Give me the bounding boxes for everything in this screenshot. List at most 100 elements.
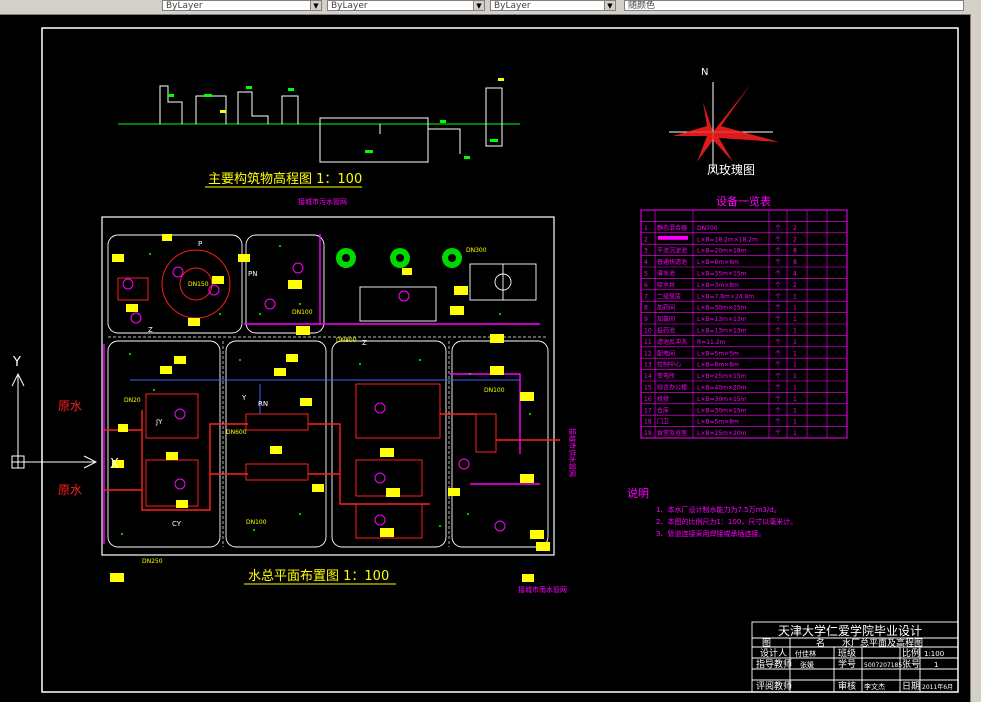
- table-cell: 控制中心: [657, 361, 681, 369]
- chevron-down-icon[interactable]: ▼: [473, 1, 484, 10]
- table-cell: L×B=5m×8m: [697, 419, 739, 426]
- table-cell: 4: [793, 271, 797, 278]
- zone-label: JY: [155, 418, 163, 426]
- table-cell: 个: [775, 430, 781, 437]
- table-cell: 3: [644, 248, 648, 255]
- table-cell: 1: [793, 396, 797, 403]
- drawing-frame: [41, 27, 959, 693]
- table-cell: 个: [775, 236, 781, 243]
- table-cell: 个: [775, 385, 781, 392]
- table-cell: 14: [644, 373, 652, 380]
- pipe-label: DN20: [124, 397, 141, 404]
- table-cell: 个: [775, 316, 781, 323]
- linetype-combo[interactable]: ByLayer ▼: [327, 0, 485, 11]
- plan-top-label: 接城市污水管网: [298, 197, 347, 206]
- table-cell: 2: [793, 236, 797, 243]
- lineweight-combo-value: ByLayer: [494, 1, 531, 11]
- table-cell: 机修: [657, 395, 669, 403]
- elevation-title: 主要构筑物高程图 1：100: [208, 171, 362, 187]
- tb-label-ming: 名: [816, 637, 825, 649]
- table-cell: 加药间: [657, 304, 675, 312]
- table-cell: L×B=20m×18m: [697, 248, 747, 255]
- class-label: 班级: [838, 647, 856, 659]
- table-cell: 个: [775, 339, 781, 346]
- vertical-scrollbar[interactable]: [970, 14, 981, 702]
- plan-right-label: 接城市供水管网: [568, 428, 577, 477]
- designer-name: 付佳林: [795, 649, 816, 658]
- pipe-label: DN100: [292, 309, 313, 316]
- table-cell: 个: [775, 396, 781, 403]
- table-cell: 1: [793, 350, 797, 357]
- table-cell: 个: [775, 419, 781, 426]
- advisor-label: 指导教师: [756, 658, 792, 670]
- note-item: 1、本水厂设计制水能力为7.5万m3/d。: [656, 505, 781, 514]
- table-cell: L×B=5m×5m: [697, 350, 739, 357]
- layer-combo[interactable]: ByLayer ▼: [162, 0, 322, 11]
- table-cell: 个: [775, 362, 781, 369]
- table-cell: 7: [644, 293, 648, 300]
- table-cell: 1: [644, 225, 648, 232]
- table-cell: 吸水井: [657, 281, 675, 289]
- pipe-label: DN300: [466, 247, 487, 254]
- date-value: 2011年6月: [922, 683, 953, 691]
- table-cell: 个: [775, 225, 781, 232]
- note-item: 2、本图的比例尺为1：100，尺寸以毫米计。: [656, 517, 797, 526]
- table-cell: 1: [793, 385, 797, 392]
- table-cell: L×B=40m×20m: [697, 385, 747, 392]
- table-cell: 仓库: [657, 406, 669, 414]
- zone-label: P: [198, 240, 202, 248]
- table-cell: 二级泵房: [657, 292, 681, 300]
- wind-rose-caption: 风玫瑰图: [707, 162, 755, 177]
- table-cell: L×B=8m×8m: [697, 362, 739, 369]
- properties-toolbar: ByLayer ▼ ByLayer ▼ ByLayer ▼ 随颜色: [0, 0, 981, 15]
- ucs-y-label: Y: [12, 355, 21, 370]
- table-cell: 静态混合器: [657, 224, 687, 232]
- table-cell: 2: [644, 236, 648, 243]
- table-cell: 平流沉淀池: [657, 247, 687, 255]
- equipment-title: 设备一览表: [716, 194, 771, 208]
- plotstyle-combo[interactable]: 随颜色: [624, 0, 964, 11]
- chevron-down-icon[interactable]: ▼: [604, 1, 615, 10]
- table-cell: 门卫: [657, 418, 669, 426]
- table-cell: 16: [644, 396, 652, 403]
- school-name: 天津大学仁爱学院毕业设计: [778, 623, 922, 638]
- advisor-name: 张媛: [800, 660, 814, 669]
- lineweight-combo[interactable]: ByLayer ▼: [490, 0, 616, 11]
- table-cell: 变电所: [657, 372, 675, 380]
- zone-label: CY: [172, 520, 182, 528]
- table-cell: 个: [775, 328, 781, 335]
- zone-label: Y: [241, 394, 247, 402]
- table-cell: 个: [775, 350, 781, 357]
- table-cell: L×B=30m×15m: [697, 305, 747, 312]
- drawing-name: 水厂总平面及高程图: [842, 637, 923, 649]
- table-cell: L×B=35m×15m: [697, 271, 747, 278]
- table-cell: DN700: [697, 225, 718, 232]
- scale-label: 比例: [902, 647, 920, 659]
- table-cell: L×B=18.2m×18.2m: [697, 236, 758, 243]
- chevron-down-icon[interactable]: ▼: [310, 1, 321, 10]
- table-cell: 个: [775, 259, 781, 266]
- table-cell: 13: [644, 362, 652, 369]
- table-cell: 1: [793, 316, 797, 323]
- table-cell: L×B=13m×13m: [697, 316, 747, 323]
- table-cell: 1: [793, 293, 797, 300]
- callout-labels: [110, 234, 550, 582]
- student-no-label: 学号: [838, 658, 856, 670]
- table-cell: 个: [775, 282, 781, 289]
- table-cell: 1: [793, 373, 797, 380]
- table-cell: 个: [775, 305, 781, 312]
- table-cell: 9: [644, 316, 648, 323]
- designer-label: 设计人: [760, 647, 787, 659]
- table-cell: 12: [644, 350, 652, 357]
- drawing-canvas[interactable]: 主要构筑物高程图 1：100: [0, 14, 970, 702]
- table-cell: 8: [793, 248, 797, 255]
- pipe-label: DN150: [188, 281, 209, 288]
- table-cell: 19: [644, 430, 652, 437]
- table-cell: 10: [644, 328, 652, 335]
- table-cell: 1: [793, 339, 797, 346]
- table-cell: 15: [644, 385, 652, 392]
- table-cell: 6: [644, 282, 648, 289]
- table-cell: 5: [644, 271, 648, 278]
